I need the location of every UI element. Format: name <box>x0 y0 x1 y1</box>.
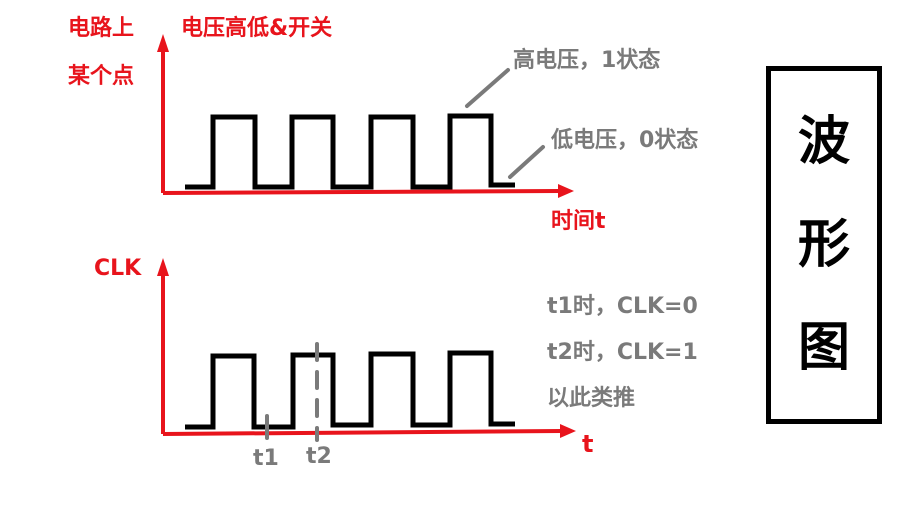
low-voltage-annotation: 低电压，0状态 <box>551 128 699 153</box>
top-x-arrow-icon <box>558 184 574 198</box>
note-line-3: 以此类推 <box>547 386 636 411</box>
title-char-1: 波 <box>797 112 850 173</box>
low-voltage-leader <box>508 145 545 179</box>
t1-label: t1 <box>253 446 279 471</box>
clk-axis-label: CLK <box>94 256 142 281</box>
top-square-wave <box>185 113 515 190</box>
note-line-2: t2时，CLK=1 <box>547 340 698 365</box>
bottom-x-label: t <box>582 430 594 458</box>
high-voltage-leader <box>465 68 510 108</box>
high-voltage-annotation: 高电压，1状态 <box>513 48 661 73</box>
top-y-label-line1: 电路上 <box>68 16 135 41</box>
bottom-square-wave <box>185 350 515 430</box>
title-char-3: 图 <box>797 317 850 378</box>
top-axes <box>157 34 574 198</box>
top-x-label: 时间t <box>551 209 606 234</box>
bottom-x-arrow-icon <box>560 424 576 438</box>
title-char-2: 形 <box>797 214 850 275</box>
top-y-title: 电压高低&开关 <box>181 16 333 41</box>
top-y-label-line2: 某个点 <box>68 64 135 89</box>
bottom-axes <box>157 258 576 438</box>
t2-label: t2 <box>306 444 332 469</box>
top-y-arrow-icon <box>157 34 169 52</box>
waveform-title-box: 波 形 图 <box>766 66 882 424</box>
bottom-y-arrow-icon <box>157 258 169 276</box>
note-line-1: t1时，CLK=0 <box>547 294 698 319</box>
